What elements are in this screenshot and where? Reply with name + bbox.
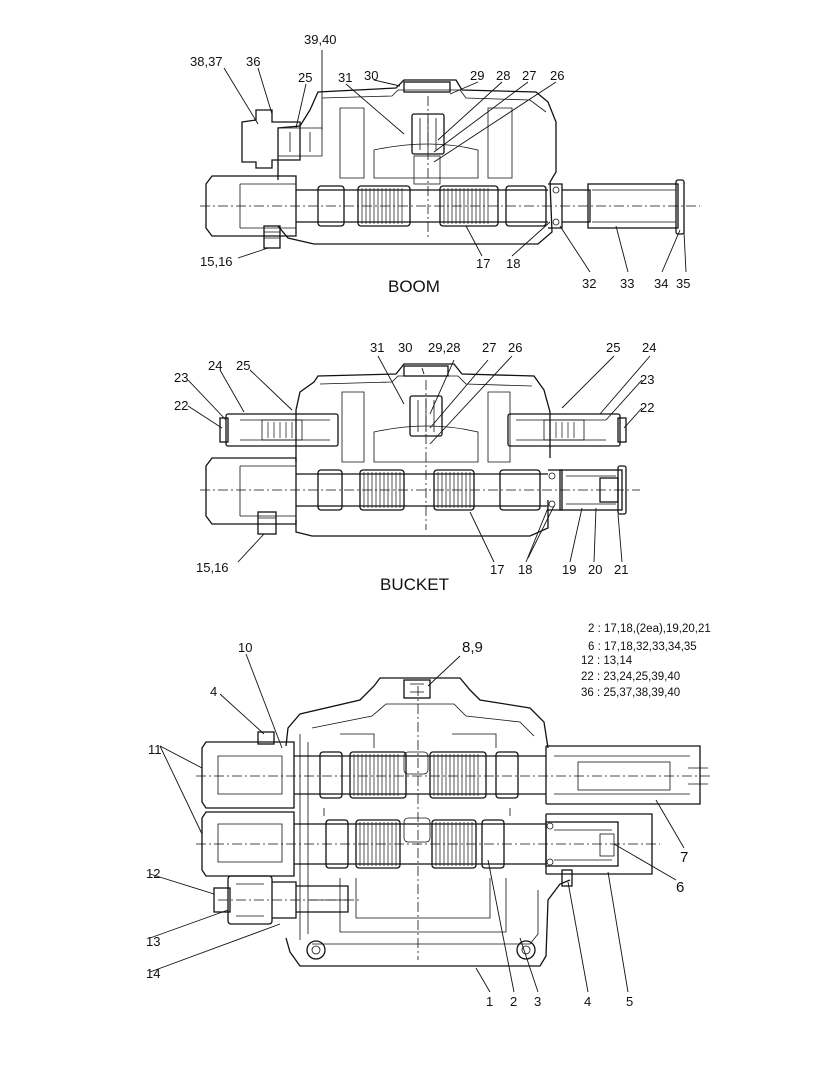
- callout-asm-13: 13: [146, 934, 160, 949]
- callout-asm-1: 1: [486, 994, 493, 1009]
- callout-bucket-26: 26: [508, 340, 522, 355]
- assembly-callouts: 8,9 10 4 11 12 13 14 1 2 3 4 5 6 7: [146, 639, 688, 1009]
- callout-bucket-23-right: 23: [640, 372, 654, 387]
- kit-composition-table: 2 : 17,18,(2ea),19,20,21 6 : 17,18,32,33…: [581, 623, 711, 699]
- bucket-section-view: [200, 363, 640, 537]
- callout-asm-4-top: 4: [210, 684, 217, 699]
- boom-leader-lines: [223, 50, 687, 273]
- callout-bucket-29-28: 29,28: [428, 340, 461, 355]
- callout-bucket-25-right: 25: [606, 340, 620, 355]
- callout-asm-3: 3: [534, 994, 541, 1009]
- callout-bucket-24-right: 24: [642, 340, 656, 355]
- assembly-section-view: [196, 677, 712, 967]
- boom-callouts: 38,37 36 39,40 25 31 30 29 28 27 26 15,1…: [190, 32, 690, 296]
- callout-asm-6: 6: [676, 879, 684, 896]
- callout-asm-7: 7: [680, 849, 688, 866]
- callout-asm-8-9: 8,9: [462, 639, 483, 656]
- callout-boom-28: 28: [496, 68, 510, 83]
- callout-boom-18: 18: [506, 256, 520, 271]
- callout-boom-25: 25: [298, 70, 312, 85]
- callout-boom-39-40: 39,40: [304, 32, 337, 47]
- callout-asm-11: 11: [148, 742, 162, 757]
- callout-bucket-27: 27: [482, 340, 496, 355]
- assembly-leader-lines: [149, 653, 685, 993]
- callout-bucket-18: 18: [518, 562, 532, 577]
- boom-view-title: BOOM: [388, 277, 440, 296]
- callout-boom-33: 33: [620, 276, 634, 291]
- callout-boom-30: 30: [364, 68, 378, 83]
- callout-bucket-17: 17: [490, 562, 504, 577]
- callout-bucket-22-left: 22: [174, 398, 188, 413]
- callout-bucket-30: 30: [398, 340, 412, 355]
- callout-bucket-25-left: 25: [236, 358, 250, 373]
- callout-asm-4-bottom: 4: [584, 994, 591, 1009]
- callout-boom-35: 35: [676, 276, 690, 291]
- kit-row-2: 2 : 17,18,(2ea),19,20,21: [588, 623, 711, 635]
- bucket-callouts: 31 30 29,28 27 26 25 24 23 22 24 25 23 2…: [174, 340, 656, 594]
- callout-bucket-22-right: 22: [640, 400, 654, 415]
- callout-bucket-23-left: 23: [174, 370, 188, 385]
- boom-section-view: [200, 79, 700, 249]
- callout-boom-29: 29: [470, 68, 484, 83]
- callout-boom-27: 27: [522, 68, 536, 83]
- callout-boom-36: 36: [246, 54, 260, 69]
- kit-row-12: 12 : 13,14: [581, 655, 633, 667]
- kit-row-22: 22 : 23,24,25,39,40: [581, 671, 680, 683]
- callout-asm-2: 2: [510, 994, 517, 1009]
- bucket-leader-lines: [187, 355, 651, 563]
- callout-boom-32: 32: [582, 276, 596, 291]
- callout-boom-17: 17: [476, 256, 490, 271]
- bucket-view-title: BUCKET: [380, 575, 449, 594]
- callout-bucket-15-16: 15,16: [196, 560, 229, 575]
- callout-boom-15-16: 15,16: [200, 254, 233, 269]
- callout-boom-26: 26: [550, 68, 564, 83]
- callout-asm-12: 12: [146, 866, 160, 881]
- kit-row-36: 36 : 25,37,38,39,40: [581, 687, 680, 699]
- callout-bucket-21: 21: [614, 562, 628, 577]
- callout-boom-31: 31: [338, 70, 352, 85]
- callout-bucket-31: 31: [370, 340, 384, 355]
- callout-boom-38-37: 38,37: [190, 54, 223, 69]
- kit-row-6: 6 : 17,18,32,33,34,35: [588, 641, 697, 653]
- callout-bucket-20: 20: [588, 562, 602, 577]
- callout-asm-14: 14: [146, 966, 160, 981]
- callout-asm-5: 5: [626, 994, 633, 1009]
- callout-bucket-24-left: 24: [208, 358, 222, 373]
- callout-boom-34: 34: [654, 276, 668, 291]
- callout-asm-10: 10: [238, 640, 252, 655]
- callout-bucket-19: 19: [562, 562, 576, 577]
